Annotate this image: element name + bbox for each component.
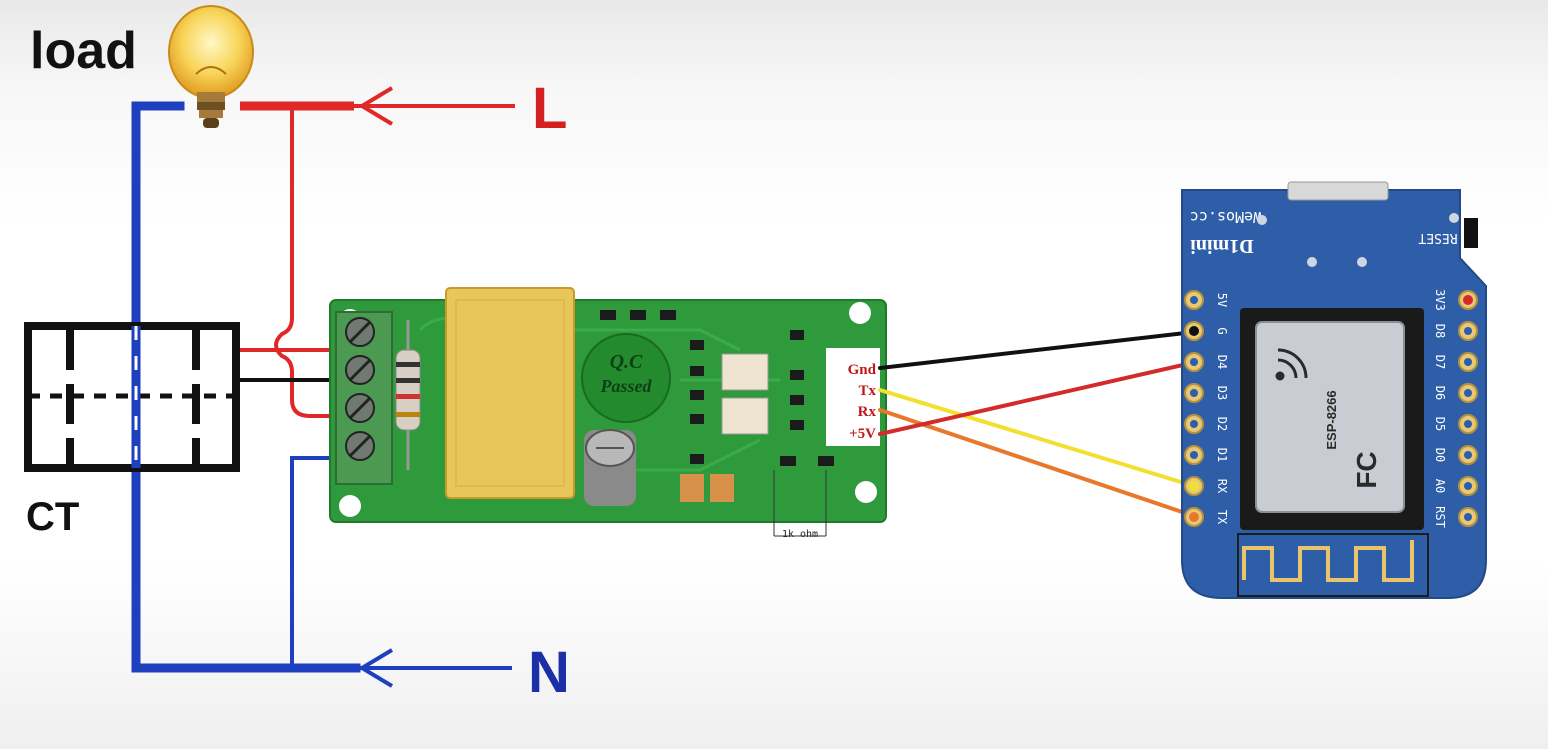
- pzem-module: Q.C Passed: [329, 287, 887, 540]
- right-pin-label: D7: [1433, 355, 1447, 369]
- reset-button: [1464, 218, 1478, 248]
- qc-passed-stamp: Q.C Passed: [581, 333, 671, 423]
- arrow-left-icon: [358, 86, 394, 126]
- pcb-antenna: [1242, 540, 1414, 582]
- qc-stamp-line1: Q.C: [610, 351, 643, 373]
- fcc-logo-icon: FC: [1351, 451, 1382, 488]
- live-wire: [240, 101, 515, 418]
- electrolytic-capacitor: [584, 429, 636, 506]
- wifi-icon: [1275, 348, 1308, 381]
- resistor-note: 1k ohm: [782, 529, 818, 540]
- light-bulb-icon: [168, 5, 254, 128]
- rx-wire: [878, 408, 1196, 518]
- right-pin-label: A0: [1433, 479, 1447, 493]
- left-pin-label: D3: [1215, 386, 1229, 400]
- model-label: D1mini: [1190, 235, 1254, 257]
- right-pin-label: D6: [1433, 386, 1447, 400]
- wire-endpoints: [1189, 295, 1473, 522]
- left-pin-label: RX: [1215, 479, 1229, 494]
- right-pin-label: 3V3: [1433, 289, 1447, 311]
- gnd-wire: [878, 330, 1196, 370]
- reset-label: RESET: [1418, 230, 1457, 245]
- film-capacitor: [445, 287, 575, 499]
- optocoupler-chips: [721, 353, 769, 435]
- pin-label-tx: Tx: [858, 383, 876, 399]
- pin-header-area: [826, 348, 880, 446]
- right-pin-label: D8: [1433, 324, 1447, 338]
- svg-text:FC: FC: [1351, 451, 1382, 488]
- left-pin-label: 5V: [1215, 293, 1229, 307]
- load-label: load: [30, 22, 137, 80]
- qc-stamp-line2: Passed: [600, 376, 653, 396]
- left-pin-label: D1: [1215, 448, 1229, 462]
- neutral-label: N: [528, 640, 570, 705]
- left-pin-label: TX: [1215, 510, 1229, 525]
- pin-label-rx: Rx: [858, 404, 877, 420]
- arrow-left-icon: [358, 648, 394, 688]
- wemos-d1-mini: RESET WeMos.cc D1mini ESP-8266 FC: [1181, 181, 1487, 599]
- screw-terminal-icon: [335, 311, 393, 485]
- tx-wire: [878, 388, 1196, 488]
- line-label: L: [532, 76, 567, 141]
- right-pin-label: RST: [1433, 506, 1447, 528]
- left-pin-label: G: [1215, 327, 1229, 334]
- brand-label: WeMos.cc: [1190, 208, 1262, 226]
- current-transformer: [24, 322, 240, 472]
- resistor-note-bracket: [773, 470, 827, 537]
- right-pin-label: D5: [1433, 417, 1447, 431]
- left-pin-label: D4: [1215, 355, 1229, 369]
- left-pin-label: D2: [1215, 417, 1229, 431]
- ct-label: CT: [26, 495, 79, 539]
- pin-label-gnd: Gnd: [848, 362, 877, 378]
- chip-model-label: ESP-8266: [1324, 390, 1339, 449]
- pin-label-5v: +5V: [849, 426, 876, 442]
- right-pin-label: D0: [1433, 448, 1447, 462]
- resistor-component: [395, 320, 421, 470]
